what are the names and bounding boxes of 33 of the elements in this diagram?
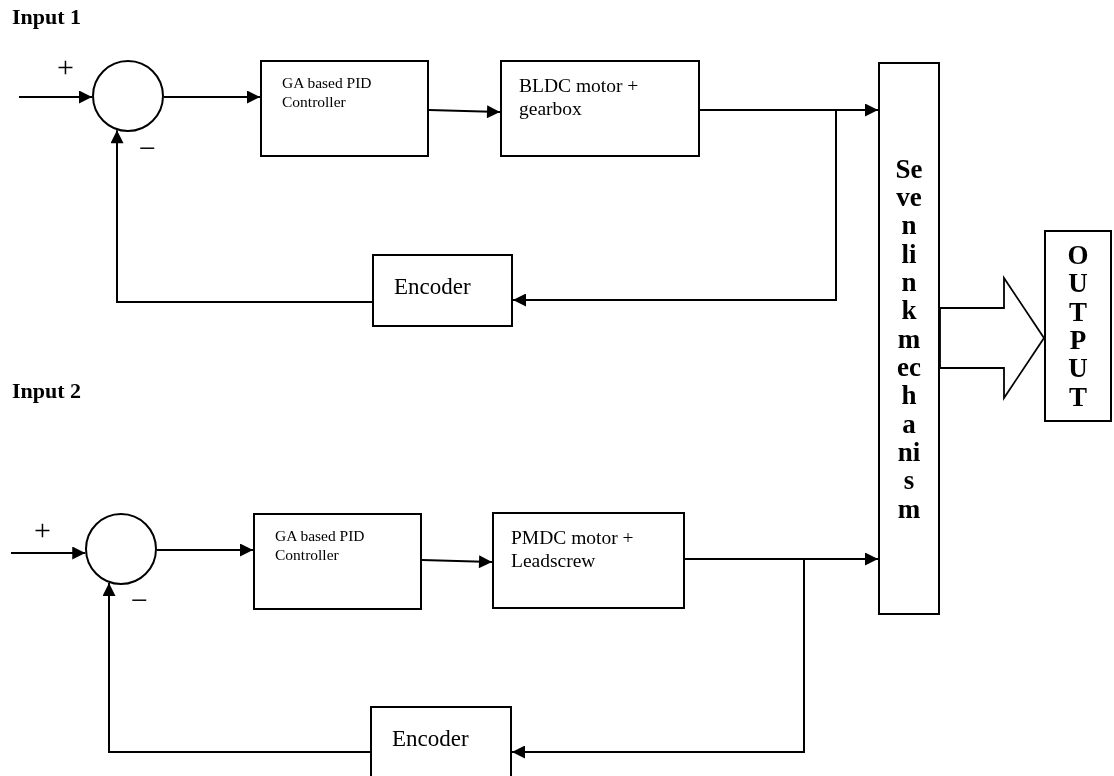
block-box xyxy=(500,60,700,157)
block-label: Encoder xyxy=(394,273,472,301)
vertical-block-label: OUTPUT xyxy=(1066,240,1090,412)
arrow xyxy=(163,90,261,104)
block-label: GA based PID Controller xyxy=(282,74,373,112)
block-box xyxy=(878,62,940,615)
block-box xyxy=(372,254,513,327)
plus-sign: + xyxy=(57,52,74,82)
block-box xyxy=(370,706,512,776)
minus-sign: − xyxy=(139,133,156,163)
vertical-block-label: Seven link mechanism xyxy=(895,154,923,523)
block-label: PMDC motor + Leadscrew xyxy=(511,526,635,573)
arrow xyxy=(102,581,371,753)
block-arrow xyxy=(939,275,1046,401)
minus-sign: − xyxy=(131,585,148,615)
arrow xyxy=(18,90,93,104)
input-label: Input 2 xyxy=(12,380,82,402)
block-label: BLDC motor + gearbox xyxy=(519,74,640,121)
input-label: Input 1 xyxy=(12,6,82,28)
block-box xyxy=(1044,230,1112,422)
arrow xyxy=(512,109,837,307)
block-label: Encoder xyxy=(392,725,470,753)
arrow xyxy=(10,546,87,560)
block-box xyxy=(253,513,422,610)
block-box xyxy=(492,512,685,609)
block-box xyxy=(260,60,429,157)
plus-sign: + xyxy=(34,515,51,545)
arrow xyxy=(110,129,373,303)
block-label: GA based PID Controller xyxy=(275,527,366,565)
arrow xyxy=(428,105,501,119)
arrow xyxy=(156,543,254,557)
arrow xyxy=(421,555,493,569)
arrow xyxy=(511,558,805,759)
